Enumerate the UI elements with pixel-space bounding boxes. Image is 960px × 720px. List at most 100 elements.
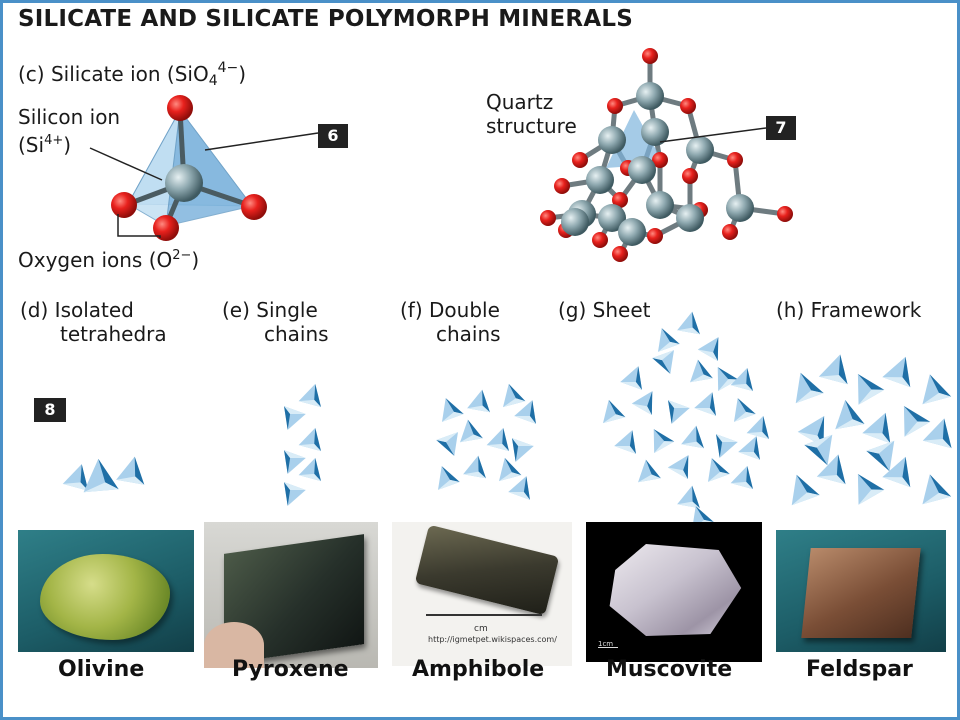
oxygen-ions-prefix: Oxygen ions (O xyxy=(18,248,173,272)
tetrahedron xyxy=(882,356,911,388)
heading-framework: (h) Framework xyxy=(776,298,921,322)
silicate-tetrahedron xyxy=(89,95,319,241)
tetrahedron xyxy=(467,389,490,413)
heading-e-line2: chains xyxy=(264,322,329,346)
tetrahedron xyxy=(614,430,636,454)
marker-6: 6 xyxy=(318,124,348,148)
oxygen-atom xyxy=(592,232,608,248)
quartz-structure-label: Quartz structure xyxy=(486,90,577,138)
quartz-line2: structure xyxy=(486,114,577,138)
tetrahedron xyxy=(638,459,661,483)
oxygen-atom xyxy=(153,215,179,241)
silicon-atom xyxy=(686,136,714,164)
oxygen-ions-suffix: ) xyxy=(191,248,200,272)
silicate-ion-prefix: (c) Silicate ion (SiO xyxy=(18,62,209,86)
silicon-atom xyxy=(598,126,626,154)
muscovite-rock xyxy=(609,544,742,636)
heading-isolated-tetrahedra: (d) Isolated tetrahedra xyxy=(20,298,167,346)
tetrahedron xyxy=(436,432,458,456)
olivine-photo xyxy=(18,530,194,652)
tetrahedron xyxy=(667,455,689,480)
tetrahedron xyxy=(677,311,700,335)
oxygen-atom xyxy=(727,152,743,168)
mineral-name-pyroxene: Pyroxene xyxy=(232,657,349,682)
quartz-line1: Quartz xyxy=(486,90,554,114)
silicon-atom xyxy=(636,82,664,110)
tetrahedron xyxy=(681,425,704,449)
heading-sheet: (g) Sheet xyxy=(558,298,651,322)
tetrahedron xyxy=(717,367,739,392)
isolated-tetrahedra-diagram xyxy=(62,456,145,493)
frame-top xyxy=(0,0,960,3)
silicon-ion-suffix: ) xyxy=(63,133,72,157)
heading-d-letter: (d) xyxy=(20,298,49,322)
frame-left xyxy=(0,0,3,720)
tetrahedron xyxy=(708,458,730,482)
tetrahedron xyxy=(818,354,848,385)
heading-d-line2: tetrahedra xyxy=(60,322,167,346)
silicon-ion-superscript: 4+ xyxy=(44,133,64,148)
oxygen-atom xyxy=(777,206,793,222)
muscovite-scale-label: 1cm xyxy=(598,640,614,648)
silicon-atom xyxy=(628,156,656,184)
heading-f-letter: (f) xyxy=(400,298,423,322)
tetrahedron xyxy=(503,383,526,408)
silicon-atom xyxy=(646,191,674,219)
tetrahedron xyxy=(734,398,756,422)
heading-f-line1: Double xyxy=(429,298,500,322)
tetrahedron xyxy=(730,367,753,392)
oxygen-ions-label: Oxygen ions (O2−) xyxy=(18,244,199,272)
oxygen-atom xyxy=(241,194,267,220)
mineral-name-amphibole: Amphibole xyxy=(412,657,545,682)
silicon-atom xyxy=(641,118,669,146)
double-chains-diagram xyxy=(436,383,536,500)
silicon-ion-label: Silicon ion (Si4+) xyxy=(18,105,120,157)
silicon-atom xyxy=(618,218,646,246)
tetrahedron xyxy=(298,427,321,452)
silicon-ion-line2: (Si4+) xyxy=(18,129,120,157)
tetrahedron xyxy=(631,391,653,416)
tetrahedron xyxy=(857,373,885,405)
silicon-ion-line1: Silicon ion xyxy=(18,105,121,129)
tetrahedron xyxy=(716,434,738,458)
tetrahedron xyxy=(438,466,460,490)
heading-e-line1: Single xyxy=(256,298,318,322)
tetrahedron xyxy=(791,474,820,506)
amphibole-rock xyxy=(414,524,560,616)
tetrahedron xyxy=(512,438,534,462)
silicon-atom xyxy=(598,204,626,232)
muscovite-scale-bar xyxy=(598,647,618,648)
tetrahedron xyxy=(690,359,713,383)
tetrahedron xyxy=(460,419,483,443)
quartz-lattice xyxy=(540,48,793,262)
tetrahedron xyxy=(697,337,719,362)
muscovite-photo: 1cm xyxy=(586,522,762,662)
oxygen-atom xyxy=(554,178,570,194)
scale-bar xyxy=(426,614,542,616)
silicon-atom xyxy=(726,194,754,222)
heading-f-line2: chains xyxy=(436,322,501,346)
feldspar-rock xyxy=(801,548,921,638)
tetrahedron xyxy=(620,366,642,390)
tetrahedron xyxy=(442,398,464,422)
heading-h-line1: Framework xyxy=(810,298,922,322)
silicon-ion-prefix: (Si xyxy=(18,133,45,157)
tetrahedron xyxy=(922,374,952,405)
oxygen-atom xyxy=(682,168,698,184)
tetrahedron xyxy=(463,455,486,479)
tetrahedron xyxy=(653,429,675,454)
tetrahedron xyxy=(922,474,952,505)
oxygen-atom xyxy=(680,98,696,114)
tetrahedron xyxy=(499,457,522,482)
tetrahedron xyxy=(816,454,846,485)
silicate-ion-label: (c) Silicate ion (SiO44−) xyxy=(18,60,246,89)
single-chains-diagram xyxy=(284,383,321,506)
oxygen-atom xyxy=(111,192,137,218)
tetrahedron xyxy=(284,482,306,506)
oxygen-atom xyxy=(642,48,658,64)
tetrahedron xyxy=(486,427,509,452)
tetrahedron xyxy=(83,458,119,493)
tetrahedron xyxy=(658,328,680,352)
